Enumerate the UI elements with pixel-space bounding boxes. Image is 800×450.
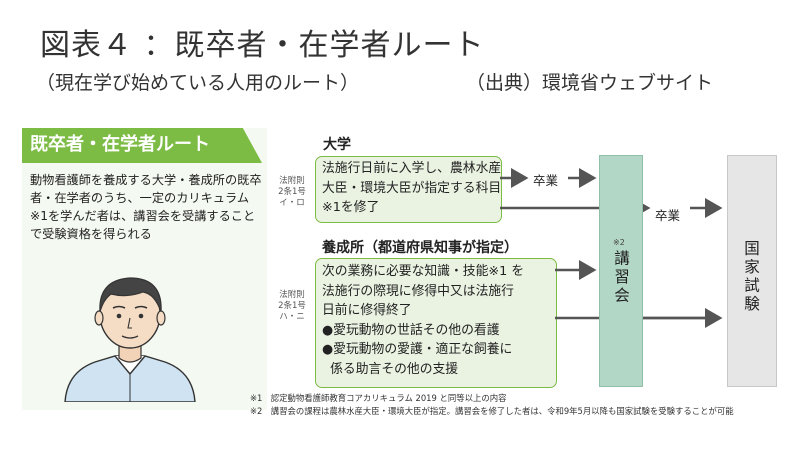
- school-heading: 養成所（都道府県知事が指定）: [322, 240, 518, 256]
- lecture-note: ※2: [613, 238, 625, 247]
- exam-label: 国家試験: [742, 240, 760, 314]
- page-subtitle: （現在学び始めている人用のルート）: [36, 72, 360, 94]
- route-description: 動物看護師を養成する大学・養成所の既卒者・在学者のうち、一定のカリキュラム※1を…: [30, 173, 262, 241]
- person-illustration: [64, 277, 196, 402]
- source-note: （出典）環境省ウェブサイト: [466, 72, 714, 94]
- school-line: 法施行の際現に修得中又は法施行: [322, 283, 514, 299]
- school-line: 次の業務に必要な知識・技能※1 を: [322, 264, 525, 279]
- school-line: ●愛玩動物の愛護・適正な飼養に: [322, 342, 513, 357]
- university-text: 法施行日前に入学し、農林水産大臣・環境大臣が指定する科目※1を修了: [322, 161, 502, 215]
- footnote-2: ※2 講習会の課程は農林水産大臣・環境大臣が指定。講習会を修了した者は、令和9年…: [250, 406, 734, 416]
- route-title: 既卒者・在学者ルート: [30, 134, 210, 155]
- graduation-label-1: 卒業: [533, 173, 559, 188]
- lecture-label: 講習会: [612, 250, 630, 306]
- lecture-box: [599, 155, 643, 387]
- school-line: 係る助言その他の支援: [322, 361, 459, 377]
- university-law-reference: 法附則 2条1号 イ・ロ: [278, 176, 306, 208]
- school-law-reference: 法附則 2条1号 ハ・ニ: [278, 290, 306, 322]
- school-line: 日前に修得終了: [322, 303, 412, 318]
- exam-box: [727, 155, 777, 387]
- school-line: ●愛玩動物の世話その他の看護: [322, 322, 500, 338]
- school-box: [315, 258, 557, 388]
- footnote-1: ※1 認定動物看護師教育コアカリキュラム 2019 と同等以上の内容: [250, 393, 507, 403]
- graduation-label-2: 卒業: [655, 208, 681, 223]
- school-text: 次の業務に必要な知識・技能※1 を 法施行の際現に修得中又は法施行 日前に修得終…: [322, 262, 556, 379]
- university-box: [315, 156, 502, 223]
- university-heading: 大学: [323, 137, 351, 153]
- route-tab: [22, 128, 262, 163]
- page-title: 図表４ ：既卒者・在学者ルート: [40, 28, 485, 63]
